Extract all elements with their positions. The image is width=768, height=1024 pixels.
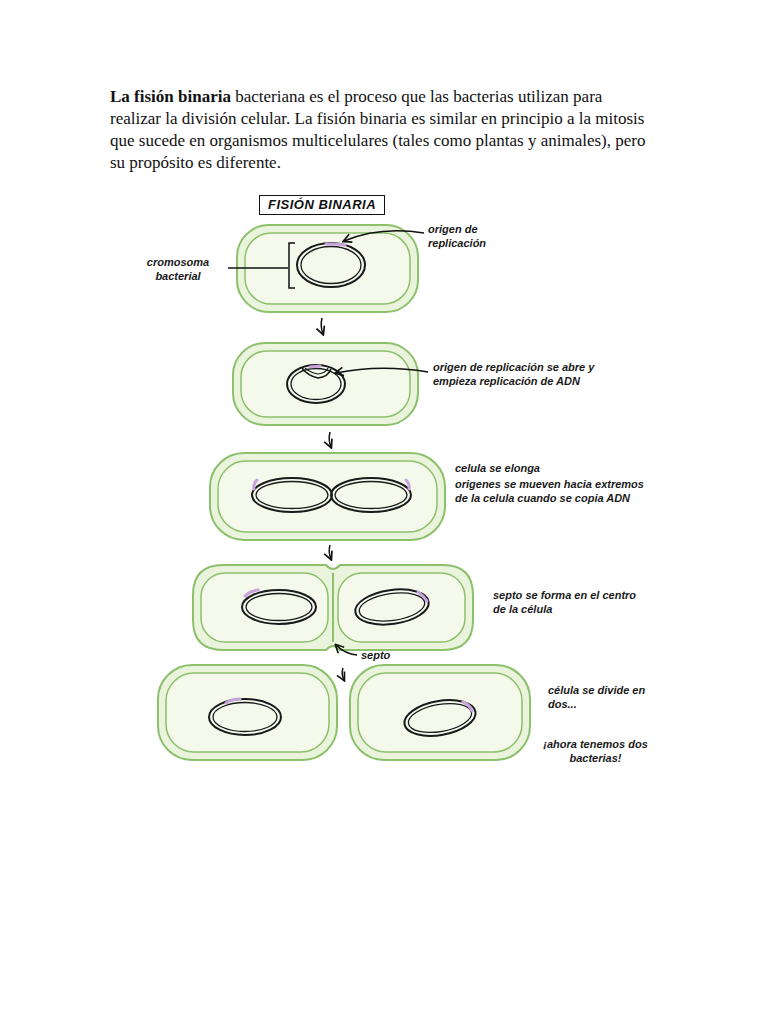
replication-bubble (305, 368, 328, 374)
leader-line (228, 267, 288, 269)
step-arrow (342, 668, 344, 680)
chromosome (353, 585, 431, 629)
leader-line (336, 645, 357, 655)
chromosome (209, 699, 281, 735)
replication-origin (406, 480, 409, 489)
step-note: ¡ahora tenemos dos bacterias! (533, 737, 658, 765)
chromosome (297, 243, 365, 287)
callout-label: origen de replicación (428, 222, 523, 250)
chromosome (406, 699, 474, 737)
leader-line (336, 368, 428, 373)
intro-paragraph: La fisión binaria bacteriana es el proce… (110, 86, 650, 174)
step-note: celula se elonga (455, 461, 655, 475)
step-arrow (329, 545, 331, 559)
step-note: célula se divide en dos... (548, 683, 668, 711)
bracket (289, 243, 295, 288)
replication-origin (463, 702, 472, 711)
chromosome (213, 703, 277, 732)
cell-wall (350, 665, 530, 760)
cell-membrane (166, 673, 329, 752)
cell-membrane (218, 461, 437, 532)
cell-wall (158, 665, 337, 760)
chromosome (331, 478, 411, 512)
callout-label: cromosoma bacterial (132, 255, 224, 283)
leader-line (344, 231, 424, 241)
cell-membrane (201, 573, 328, 642)
chromosome (335, 482, 407, 509)
step-arrow (321, 318, 323, 334)
step-note: origen de replicación se abre y empieza … (433, 360, 638, 388)
step-arrow (329, 432, 331, 447)
bold-term: La fisión binaria (110, 87, 231, 106)
chromosome (357, 589, 426, 625)
cell-membrane (338, 573, 465, 642)
step-note: septo se forma en el centro de la célula (493, 588, 648, 616)
replication-origin (226, 699, 240, 703)
replication-bubble (302, 368, 331, 378)
chromosome (287, 365, 345, 403)
title-box: FISIÓN BINARIA (259, 195, 385, 215)
chromosome (402, 695, 479, 741)
cell-membrane (358, 673, 522, 752)
title-text: FISIÓN BINARIA (268, 197, 376, 212)
chromosome (291, 369, 341, 400)
chromosome (246, 594, 312, 621)
cell-wall (210, 453, 445, 540)
chromosome (256, 482, 328, 509)
chromosome (242, 590, 316, 624)
callout-label: septo (361, 648, 411, 662)
cell-wall (193, 565, 473, 650)
chromosome (252, 478, 332, 512)
replication-origin (326, 244, 345, 245)
step-note: origenes se mueven hacia extremos de la … (455, 477, 655, 505)
cell-wall (233, 343, 418, 425)
cell-membrane (241, 351, 410, 417)
replication-origin (418, 592, 427, 601)
replication-origin (245, 590, 258, 596)
replication-origin (310, 366, 320, 367)
chromosome (301, 247, 361, 284)
septum (332, 573, 334, 642)
replication-origin (254, 480, 257, 489)
